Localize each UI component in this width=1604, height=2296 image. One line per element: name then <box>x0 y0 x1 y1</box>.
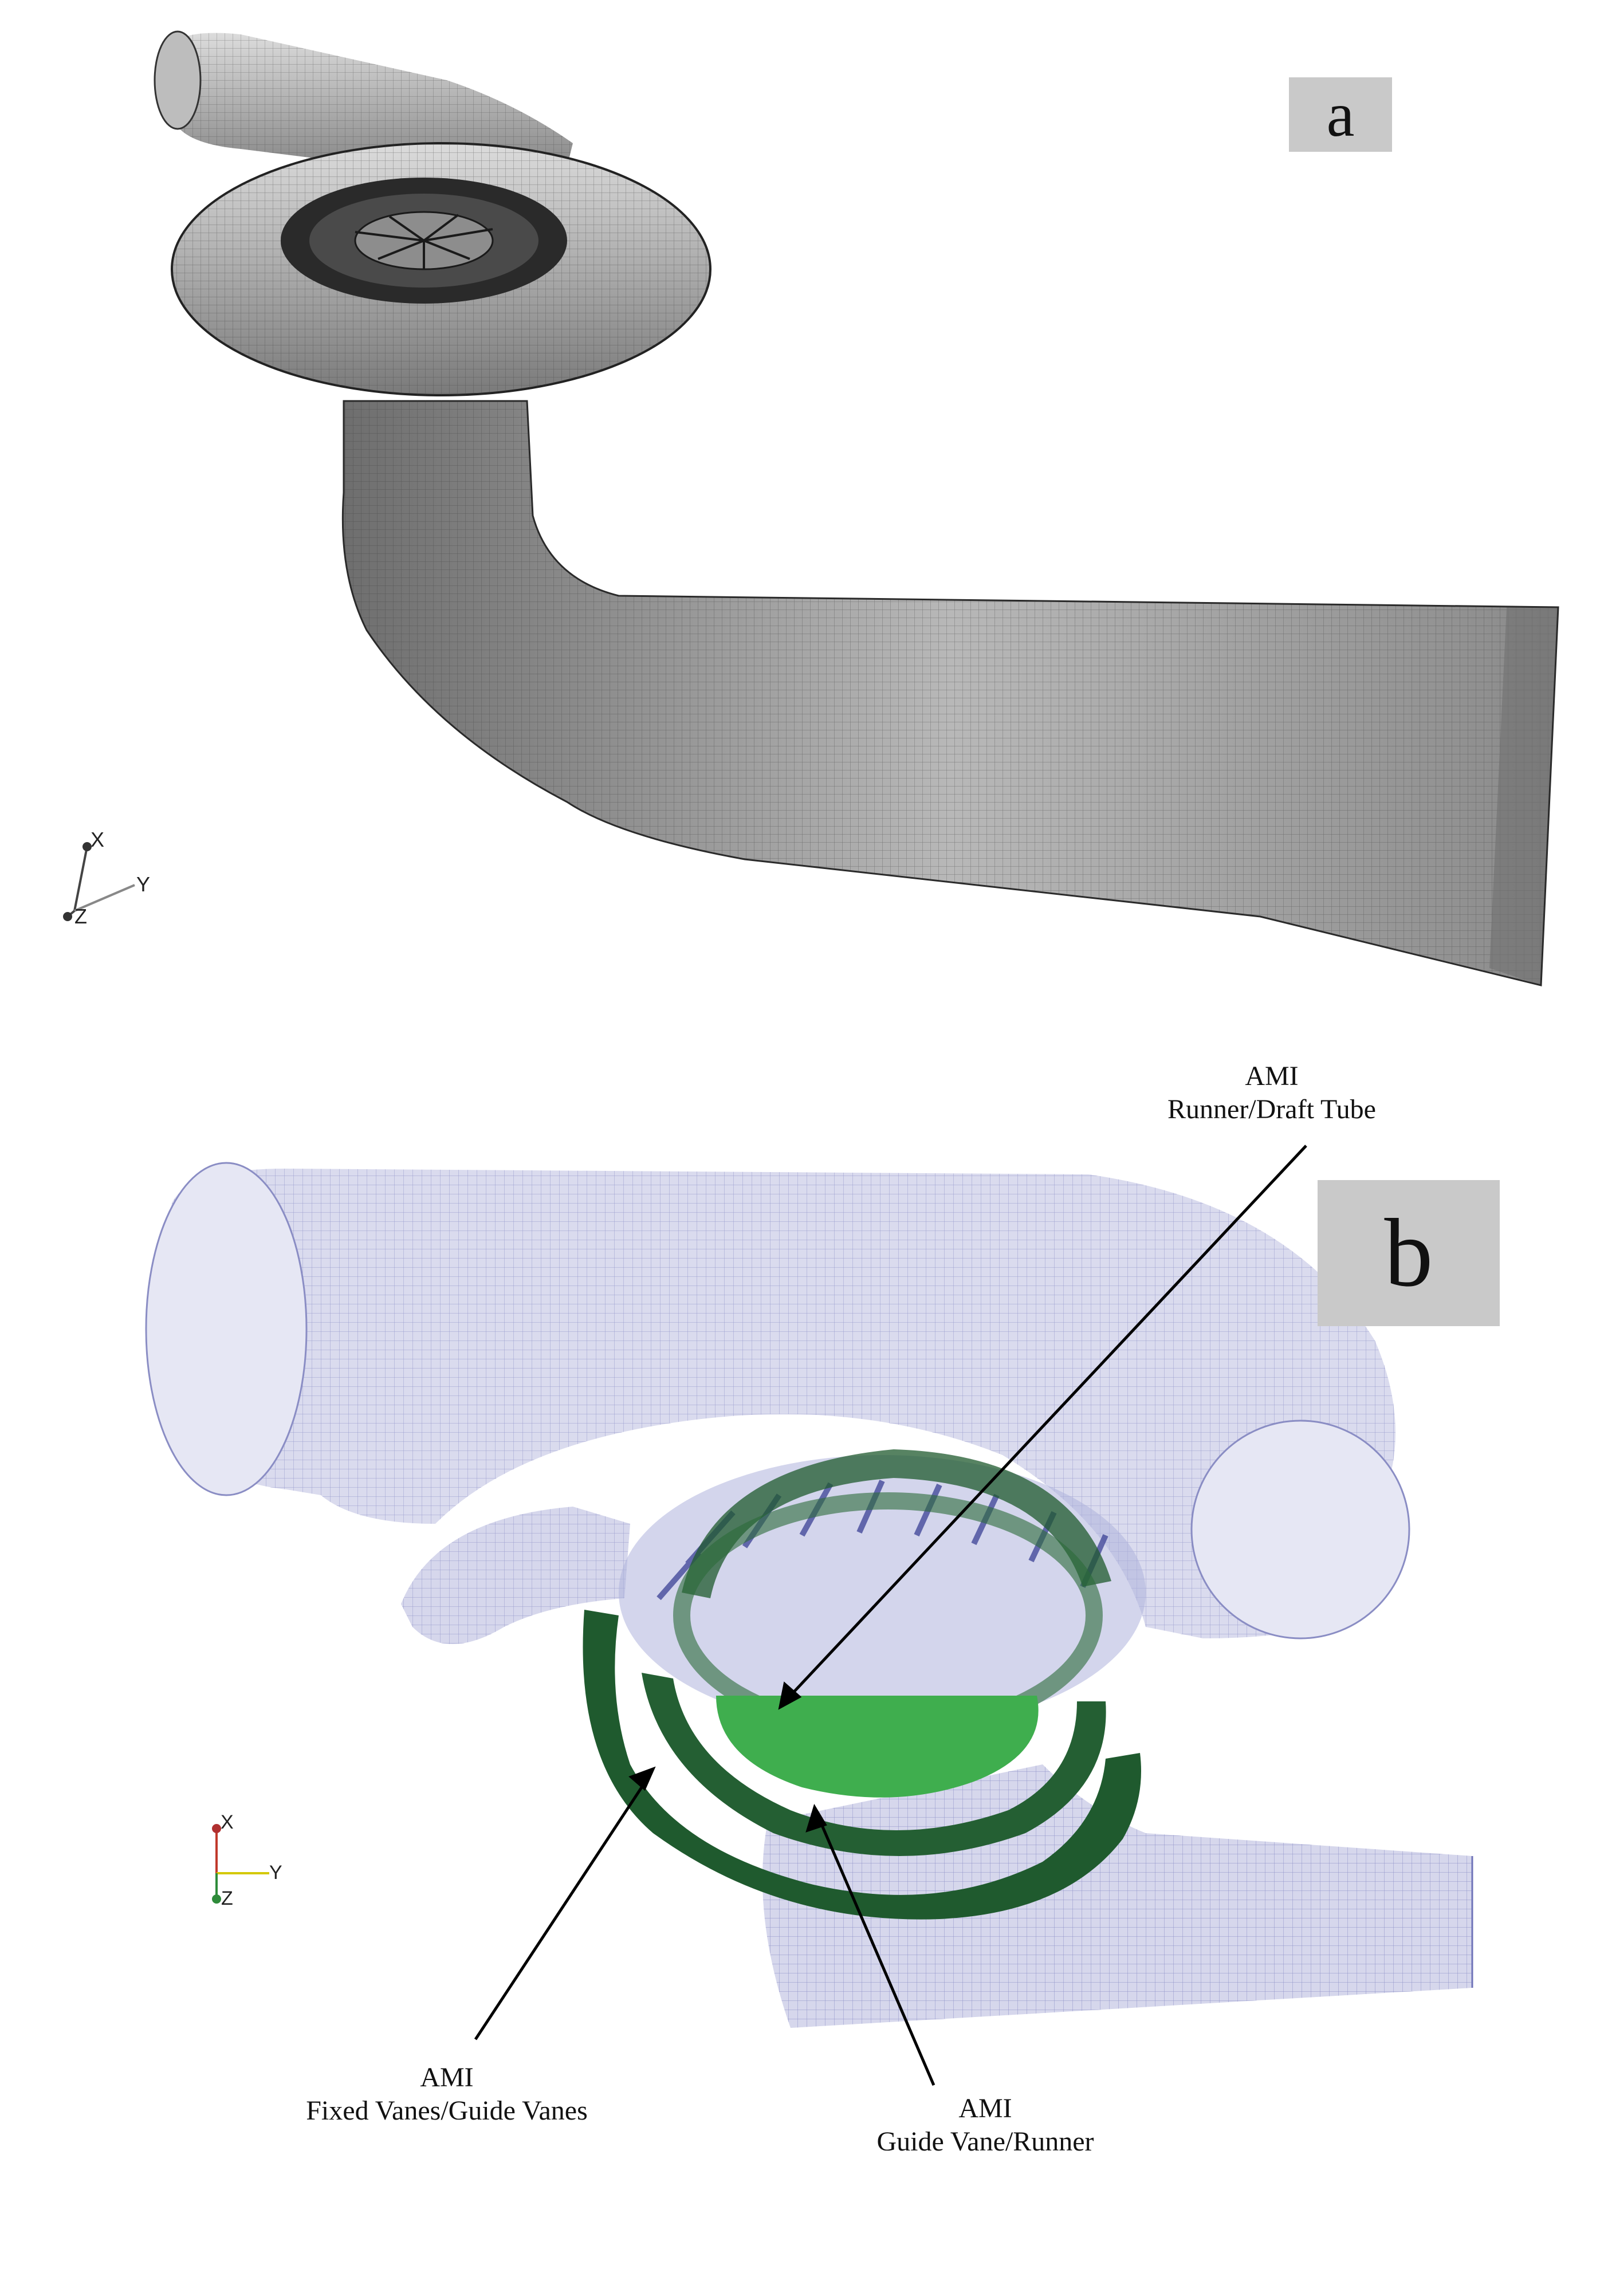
callout-subtitle: Guide Vane/Runner <box>876 2126 1094 2157</box>
panel-label-b: b <box>1318 1180 1500 1326</box>
ami-runner-draft-disk <box>716 1696 1039 1798</box>
casing-left-lobe <box>401 1507 630 1644</box>
turbine-mesh-gray: X Y Z <box>63 30 1559 986</box>
spiral-casing <box>171 142 711 396</box>
callout-fixed-vanes-guide-vanes: AMI Fixed Vanes/Guide Vanes <box>246 2061 647 2128</box>
axis-y-label: Y <box>269 1862 282 1884</box>
panel-a: X Y Z a <box>0 0 1604 1020</box>
panel-label-a: a <box>1289 77 1392 152</box>
callout-arrows <box>474 1145 1307 2086</box>
callout-title: AMI <box>1245 1061 1299 1091</box>
axes-triad-b: X Y Z <box>212 1811 282 1909</box>
turbine-mesh-blue: X Y Z <box>145 1145 1473 2086</box>
axis-y-label: Y <box>136 872 150 896</box>
arrowhead-fixed-guide <box>628 1766 656 1791</box>
arrowhead-guide-runner <box>805 1803 827 1833</box>
arrow-guide-runner <box>817 1818 935 2086</box>
arrow-runner-draft <box>787 1145 1307 1700</box>
callout-subtitle: Runner/Draft Tube <box>1167 1094 1376 1125</box>
axis-x-label: X <box>221 1811 234 1833</box>
draft-tube <box>341 400 1559 986</box>
callout-guide-vane-runner: AMI Guide Vane/Runner <box>785 2092 1186 2159</box>
axis-z-label: Z <box>74 905 87 928</box>
panel-b: X Y Z b AMI Runner/Draft Tube AMI Fixed … <box>0 1020 1604 2296</box>
axis-x-label: X <box>91 828 104 851</box>
axis-z-label: Z <box>221 1888 233 1909</box>
callout-title: AMI <box>420 2062 474 2093</box>
callout-runner-draft-tube: AMI Runner/Draft Tube <box>1071 1060 1472 1126</box>
runner-blades <box>355 214 493 269</box>
arrow-fixed-guide <box>474 1778 649 2041</box>
axes-triad-a: X Y Z <box>63 828 150 928</box>
ami-fixed-guide-ring <box>583 1449 1141 1920</box>
callout-subtitle: Fixed Vanes/Guide Vanes <box>306 2096 588 2126</box>
arrowhead-runner-draft <box>778 1681 802 1710</box>
callout-title: AMI <box>958 2093 1012 2124</box>
spiral-casing-translucent <box>145 1162 1410 1640</box>
